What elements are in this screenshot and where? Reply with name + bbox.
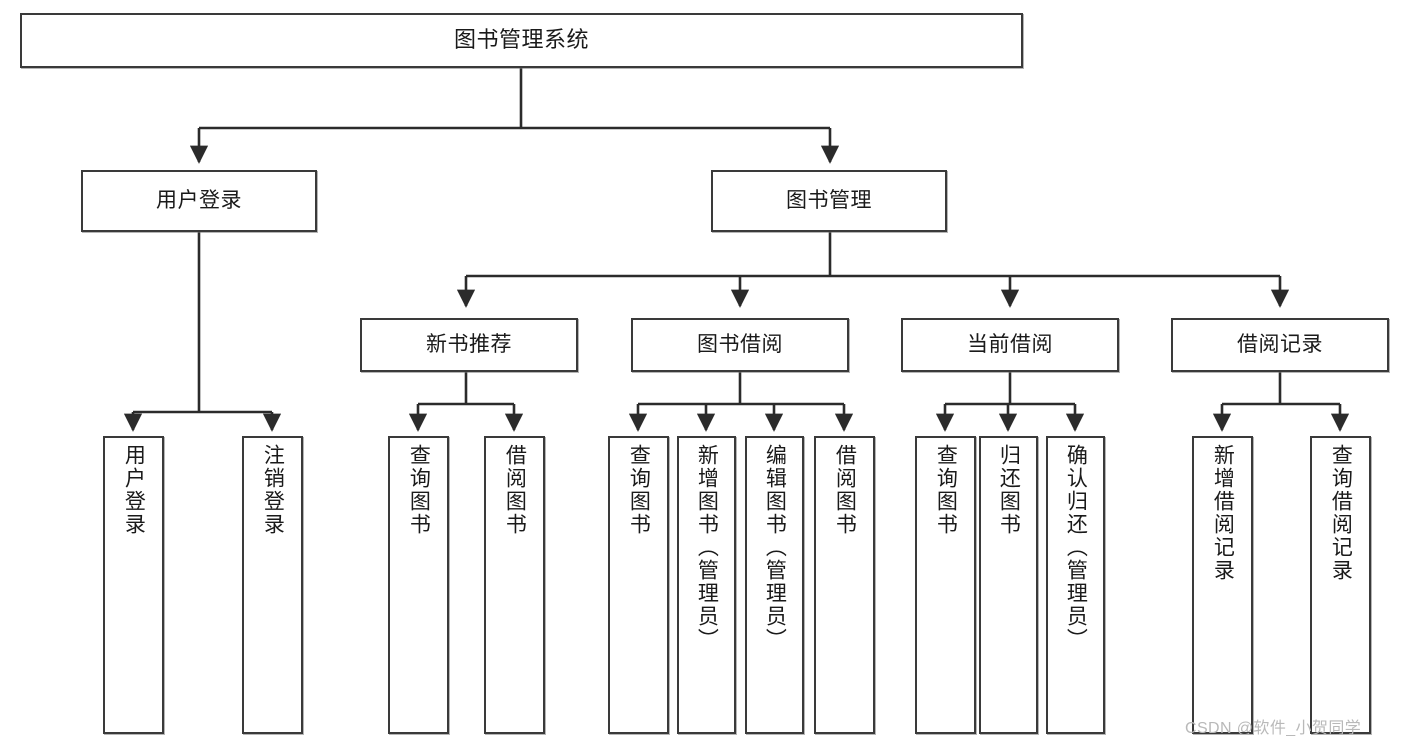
leaf-borrow-books[interactable]: 借阅图书 <box>814 436 875 734</box>
node-label: 新书推荐 <box>426 333 512 357</box>
node-label: 注销登录 <box>261 444 285 536</box>
node-book-management-system[interactable]: 图书管理系统 <box>20 13 1023 68</box>
leaf-borrow-books-recommend[interactable]: 借阅图书 <box>484 436 545 734</box>
node-borrow-records[interactable]: 借阅记录 <box>1171 318 1389 372</box>
leaf-search-books-borrow[interactable]: 查询图书 <box>608 436 669 734</box>
node-label: 借阅记录 <box>1237 333 1323 357</box>
node-label: 查询图书 <box>407 444 431 536</box>
node-label: 归还图书 <box>997 444 1021 536</box>
node-label: 确认归还（管理员） <box>1064 444 1088 651</box>
leaf-search-books-recommend[interactable]: 查询图书 <box>388 436 449 734</box>
node-label: 新增图书（管理员） <box>695 444 719 651</box>
node-book-management[interactable]: 图书管理 <box>711 170 947 232</box>
node-label: 用户登录 <box>156 189 242 213</box>
node-label: 查询借阅记录 <box>1329 444 1353 582</box>
node-label: 借阅图书 <box>503 444 527 536</box>
csdn-watermark: CSDN @软件_小贺同学 <box>1185 720 1362 737</box>
leaf-logout[interactable]: 注销登录 <box>242 436 303 734</box>
node-user-login[interactable]: 用户登录 <box>81 170 317 232</box>
leaf-search-books-current[interactable]: 查询图书 <box>915 436 976 734</box>
node-label: 新增借阅记录 <box>1211 444 1235 582</box>
node-label: 查询图书 <box>934 444 958 536</box>
leaf-add-book-admin[interactable]: 新增图书（管理员） <box>677 436 736 734</box>
node-label: 借阅图书 <box>833 444 857 536</box>
leaf-search-borrow-record[interactable]: 查询借阅记录 <box>1310 436 1371 734</box>
node-label: 图书管理 <box>786 189 872 213</box>
node-label: 编辑图书（管理员） <box>763 444 787 651</box>
node-label: 查询图书 <box>627 444 651 536</box>
node-book-borrowing[interactable]: 图书借阅 <box>631 318 849 372</box>
node-label: 当前借阅 <box>967 333 1053 357</box>
leaf-edit-book-admin[interactable]: 编辑图书（管理员） <box>745 436 804 734</box>
leaf-return-books[interactable]: 归还图书 <box>979 436 1038 734</box>
node-current-borrowing[interactable]: 当前借阅 <box>901 318 1119 372</box>
leaf-add-borrow-record[interactable]: 新增借阅记录 <box>1192 436 1253 734</box>
node-label: 用户登录 <box>122 444 146 536</box>
node-label: 图书借阅 <box>697 333 783 357</box>
node-label: 图书管理系统 <box>453 27 589 53</box>
node-new-book-recommendation[interactable]: 新书推荐 <box>360 318 578 372</box>
leaf-confirm-return-admin[interactable]: 确认归还（管理员） <box>1046 436 1105 734</box>
leaf-user-login[interactable]: 用户登录 <box>103 436 164 734</box>
